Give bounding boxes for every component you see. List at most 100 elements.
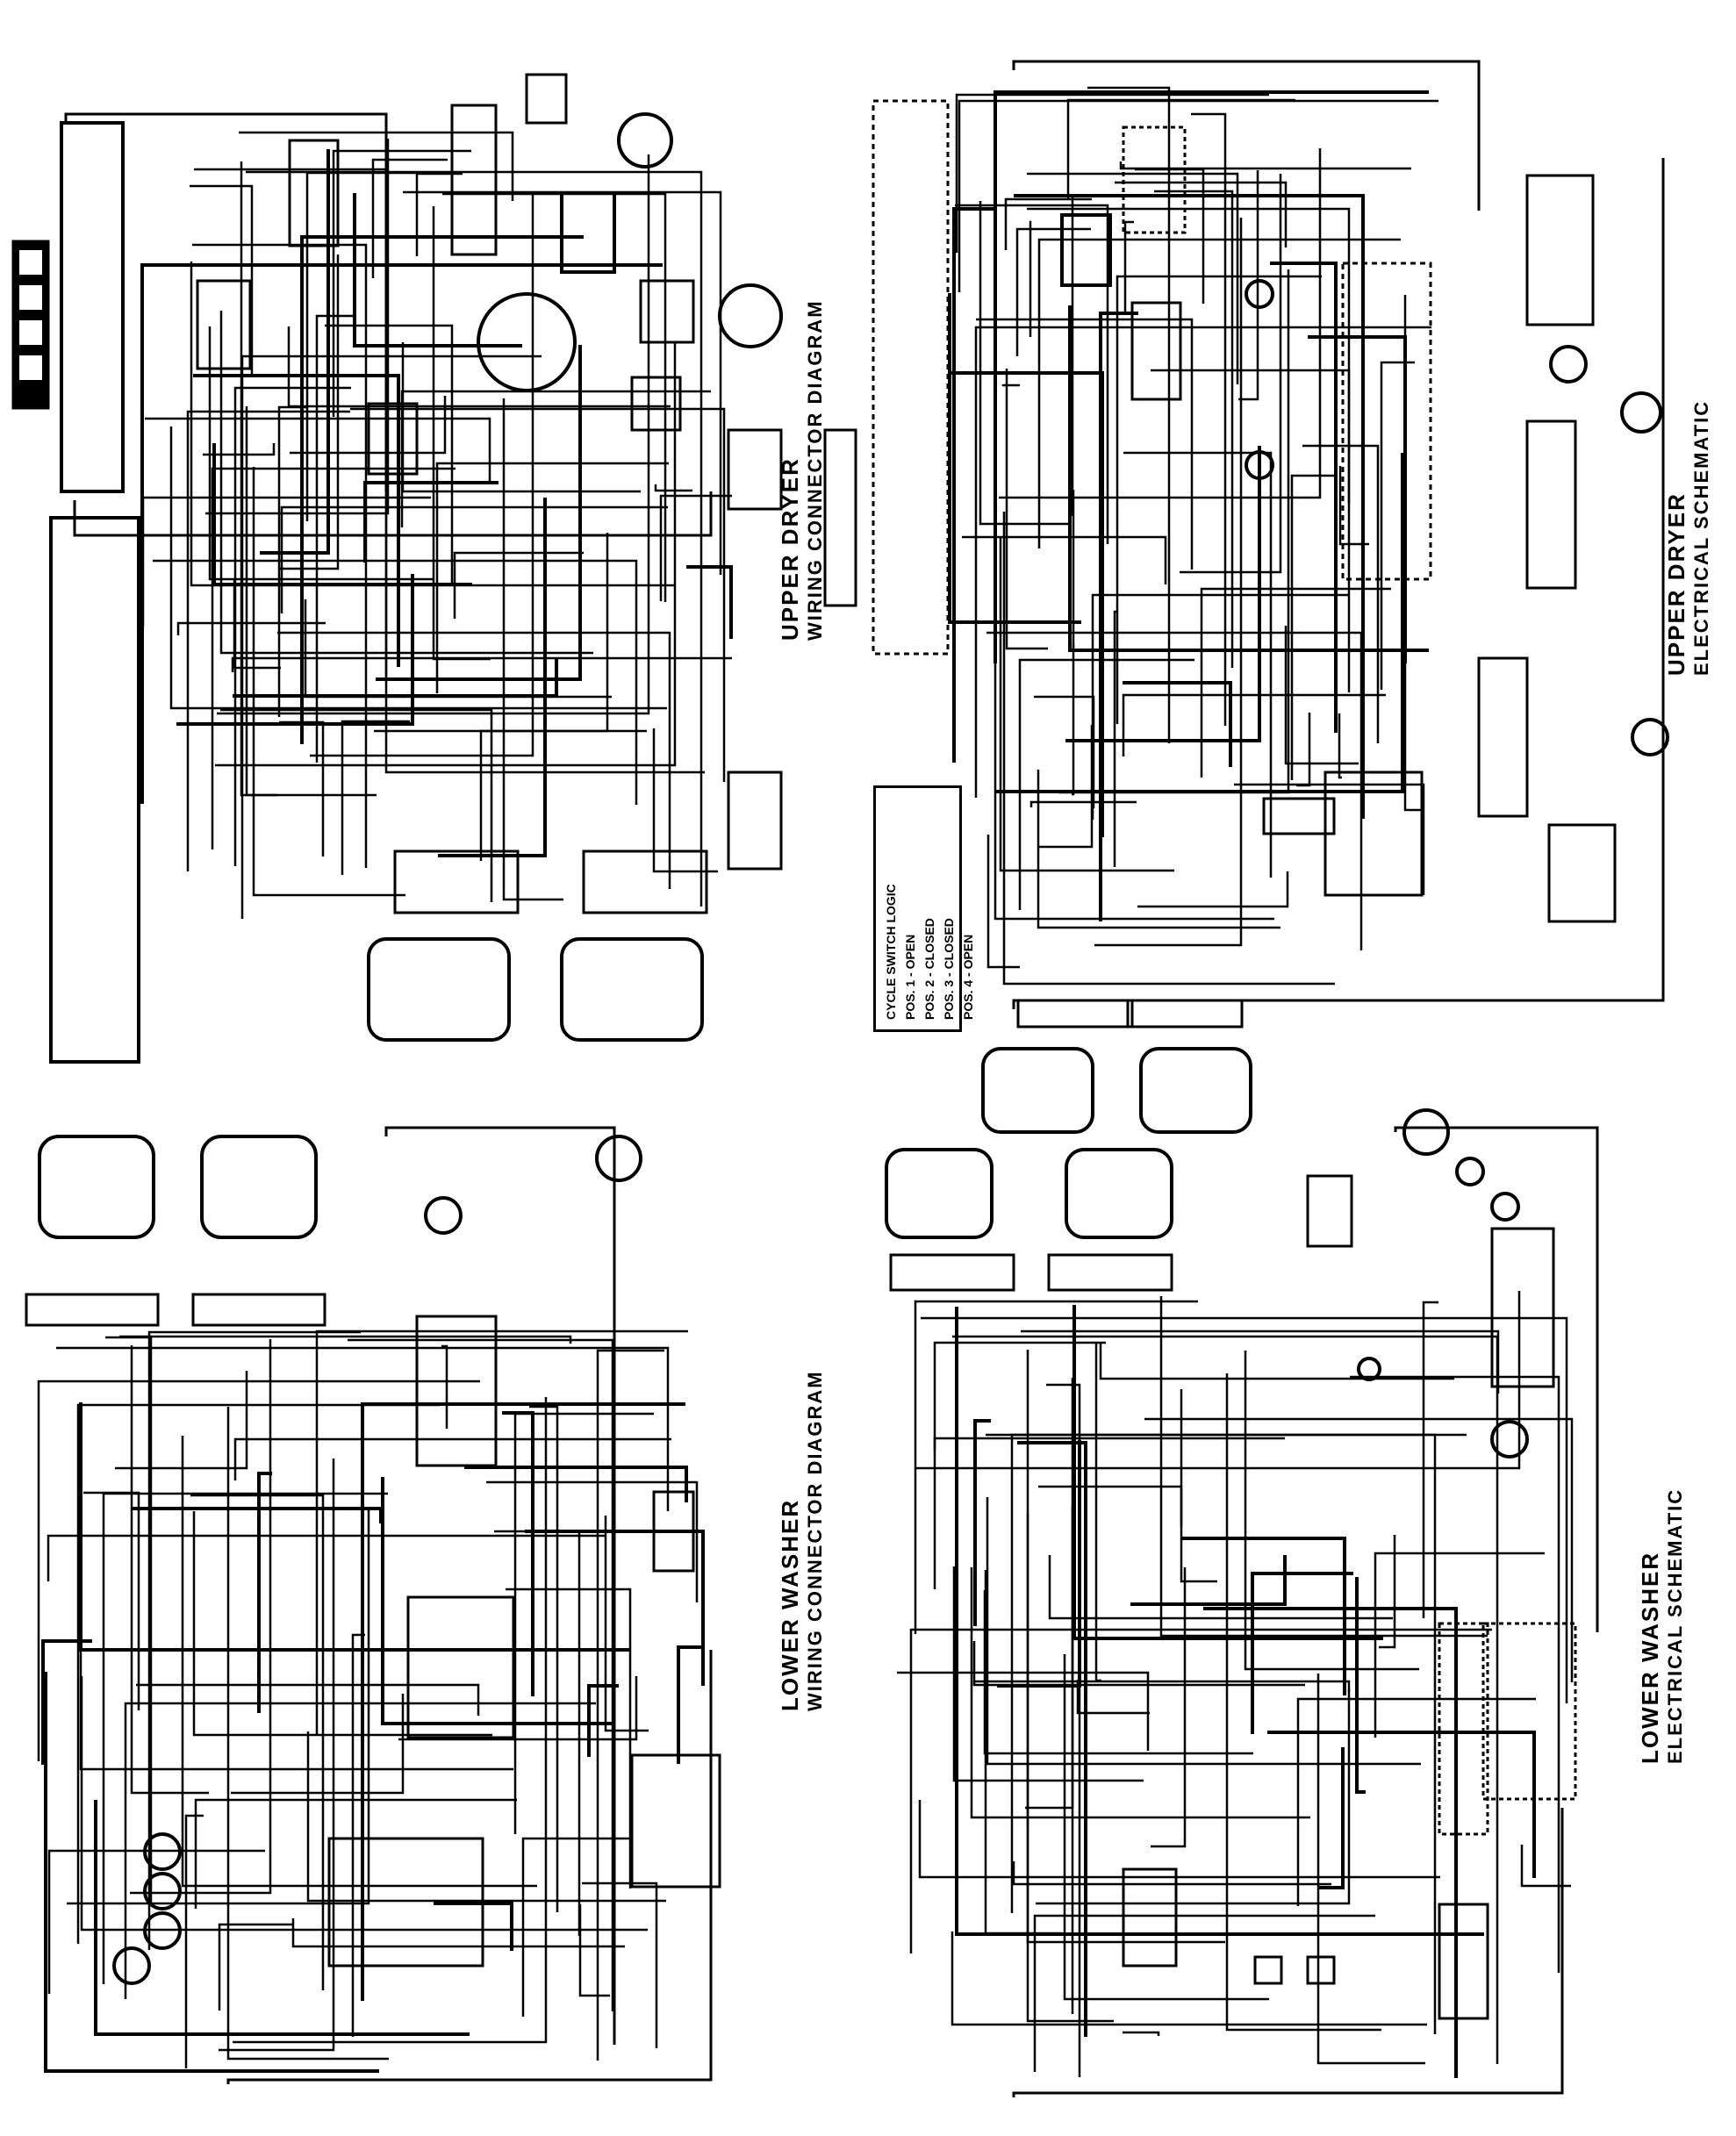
wire — [190, 1494, 325, 1990]
wire — [190, 184, 254, 375]
wire — [933, 1341, 1106, 1589]
wire — [1037, 770, 1280, 929]
wire — [1130, 1555, 1287, 1606]
wire — [1072, 644, 1075, 796]
cycle-switch-legend: CYCLE SWITCH LOGIC POS. 1 - OPEN POS. 2 … — [873, 785, 975, 1032]
wire — [529, 1405, 559, 1912]
wire — [350, 407, 726, 782]
wire — [1123, 451, 1273, 878]
legend-line: POS. 1 - OPEN — [903, 934, 917, 1020]
wire — [1379, 1535, 1396, 1649]
wire — [1072, 490, 1155, 652]
wire — [1115, 181, 1288, 247]
wire — [976, 318, 1194, 570]
wire — [652, 728, 718, 873]
wire — [1302, 444, 1380, 743]
wire — [194, 1798, 517, 1909]
wire — [1001, 383, 1020, 387]
wire — [949, 371, 1104, 837]
wire — [1029, 220, 1032, 337]
wire — [1071, 1505, 1074, 2014]
wire — [1200, 587, 1391, 778]
wire — [1251, 1572, 1353, 1734]
legend-line: POS. 2 - CLOSED — [922, 918, 936, 1020]
wire — [136, 1683, 480, 1716]
wire — [921, 1316, 1568, 1703]
wire — [287, 326, 671, 408]
wire — [434, 1902, 513, 1951]
wire — [192, 243, 368, 868]
wire — [231, 656, 732, 672]
wire — [1072, 1305, 1383, 1640]
wire — [1115, 275, 1322, 724]
wire — [587, 1684, 619, 1757]
wire — [999, 536, 1174, 872]
wire — [306, 1731, 666, 1903]
diagram-subtitle: ELECTRICAL SCHEMATIC — [1690, 399, 1712, 676]
wire — [1113, 610, 1117, 867]
wire — [1027, 207, 1351, 692]
lower-washer-electrical-title: LOWER WASHER ELECTRICAL SCHEMATIC — [1637, 1488, 1687, 1764]
wire — [47, 1534, 606, 1581]
wire — [233, 1397, 548, 2044]
wire — [909, 1628, 1492, 1953]
wire — [1099, 1343, 1454, 1380]
diagram-subtitle: ELECTRICAL SCHEMATIC — [1664, 1487, 1686, 1764]
wire — [986, 1497, 1421, 1766]
wire — [1038, 725, 1094, 849]
wire — [596, 1349, 664, 2061]
wire — [1144, 1417, 1574, 1682]
wire — [897, 1671, 1150, 1751]
wire — [958, 99, 1438, 292]
wire — [37, 1380, 480, 1761]
wire — [442, 192, 667, 602]
wire — [226, 1407, 389, 2061]
wire — [124, 1702, 596, 1999]
wire — [1137, 871, 1289, 908]
wire — [325, 324, 454, 586]
wire — [145, 417, 491, 484]
wire — [1238, 170, 1259, 401]
wire — [432, 206, 491, 661]
upper-dryer-wiring-diagram — [11, 73, 857, 1064]
wire — [1154, 190, 1234, 668]
wire — [212, 443, 472, 586]
diagram-title: LOWER WASHER — [1637, 1551, 1663, 1764]
wire — [1422, 1301, 1438, 1618]
wire — [279, 254, 340, 570]
wire — [252, 467, 405, 897]
wire — [1068, 305, 1429, 652]
wire — [1048, 1555, 1393, 1620]
wire — [245, 406, 377, 797]
wire — [348, 1338, 614, 2011]
wire — [341, 720, 410, 875]
wire — [220, 708, 493, 902]
wire — [361, 1402, 685, 2001]
wire — [1180, 174, 1282, 574]
wire — [291, 1918, 625, 1948]
wire — [1087, 86, 1171, 743]
wire — [435, 462, 669, 693]
wire — [972, 1641, 1305, 1687]
wire — [257, 1472, 272, 1713]
lower-washer-electrical-diagram — [885, 1108, 1599, 2097]
wire — [1182, 1537, 1346, 1695]
wire — [47, 1849, 265, 1994]
wire — [502, 398, 563, 901]
wire — [1123, 220, 1134, 314]
wire — [986, 835, 1020, 969]
wire — [79, 1530, 513, 1771]
wire — [398, 1676, 638, 1741]
wire — [1063, 1654, 1269, 2001]
wire — [1308, 335, 1407, 663]
wire — [955, 1307, 1484, 1936]
wire — [403, 190, 722, 575]
wire — [1296, 713, 1311, 787]
wire — [955, 93, 1269, 253]
wire — [604, 1516, 649, 1732]
wire — [277, 631, 671, 889]
wire — [950, 1932, 1427, 2026]
wire — [105, 1336, 153, 1906]
wire — [305, 171, 435, 521]
